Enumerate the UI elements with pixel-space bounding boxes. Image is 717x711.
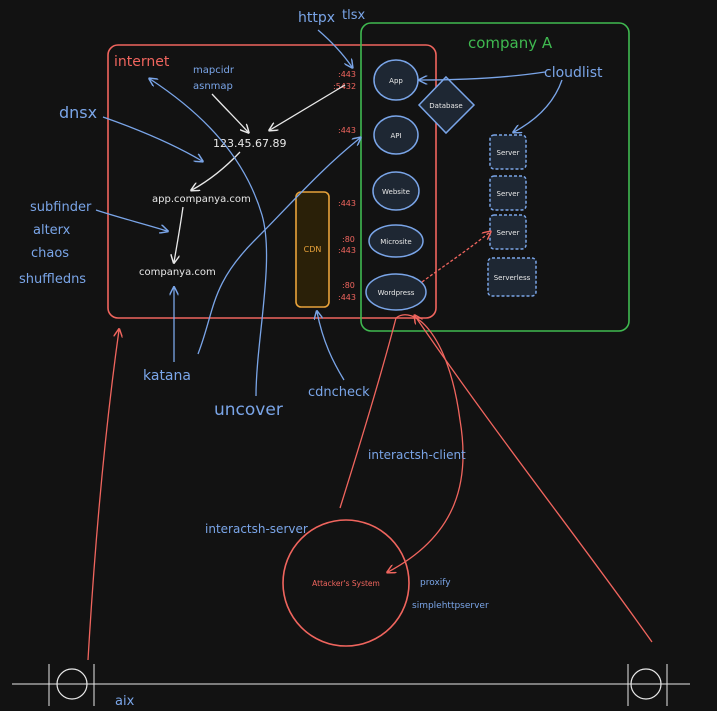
arrow-httpx-to-ip [270, 84, 346, 130]
company-region-label: company A [468, 34, 553, 52]
tool-httpx: httpx [298, 10, 335, 26]
tool-cloudlist: cloudlist [544, 65, 603, 81]
arrow-subfinder-group [95, 209, 167, 231]
arrow-httpx-tlsx [317, 29, 352, 67]
tool-mapcidr: mapcidr [193, 65, 235, 76]
microsite-node [368, 224, 424, 258]
serverless-label: Serverless [494, 274, 531, 282]
serverless-node [487, 257, 537, 297]
arrow-cdncheck-to-cdn [317, 312, 345, 381]
server-node-2 [489, 175, 527, 211]
tool-chaos: chaos [31, 246, 69, 261]
aix-endpoint-right [630, 668, 662, 700]
tool-subfinder: subfinder [30, 200, 92, 215]
tool-katana: katana [143, 368, 191, 384]
wordpress-node [365, 273, 427, 311]
domain-node: companya.com [139, 267, 216, 278]
tool-simplehttpserver: simplehttpserver [412, 601, 489, 611]
arrow-uncover-to-internet [150, 79, 268, 397]
attacker-system-label: Attacker's System [312, 579, 380, 588]
arrow-wordpress-to-server [421, 232, 490, 283]
app-node [373, 59, 419, 101]
api-node [373, 115, 419, 155]
company-region [360, 22, 630, 332]
database-node [417, 75, 476, 135]
arrow-subdomain-to-domain [174, 206, 184, 262]
internet-region-label: internet [114, 54, 170, 70]
port-microsite-1: :80 [342, 235, 355, 244]
tool-asnmap: asnmap [193, 81, 233, 92]
arrow-aix-left-to-internet [87, 330, 119, 661]
port-api: :443 [338, 126, 356, 135]
tool-alterx: alterx [33, 223, 71, 238]
port-wordpress-1: :80 [342, 281, 355, 290]
website-node [372, 171, 420, 211]
arrow-cloudlist-to-app [420, 71, 546, 80]
attacker-system-node [282, 519, 410, 647]
app-label: App [389, 77, 403, 85]
tool-proxify: proxify [420, 578, 451, 588]
website-label: Website [382, 188, 410, 196]
arrow-dnsx [102, 116, 202, 161]
port-website: :443 [338, 199, 356, 208]
tool-dnsx: dnsx [59, 103, 97, 122]
port-app-2: :5432 [333, 82, 356, 91]
arrow-mapcidr-to-ip [211, 93, 248, 132]
arrow-katana-to-api [197, 138, 360, 355]
tool-aix: aix [115, 694, 135, 709]
microsite-label: Microsite [380, 238, 411, 246]
cdn-label: CDN [304, 245, 322, 254]
subdomain-node: app.companya.com [152, 194, 251, 205]
api-label: API [390, 132, 401, 140]
port-microsite-2: :443 [338, 246, 356, 255]
wordpress-label: Wordpress [378, 289, 415, 297]
database-label: Database [429, 102, 462, 110]
arrow-cloudlist-to-servers [514, 79, 563, 132]
aix-endpoint-left [56, 668, 88, 700]
server-node-3 [489, 214, 527, 250]
tool-interactsh-client: interactsh-client [368, 448, 466, 462]
arrow-aix-right-to-wordpress [415, 316, 653, 643]
server-label-1: Server [497, 149, 520, 157]
server-label-3: Server [497, 229, 520, 237]
tool-shuffledns: shuffledns [19, 272, 86, 287]
server-node-1 [489, 134, 527, 170]
tool-interactsh-server: interactsh-server [205, 522, 308, 536]
server-label-2: Server [497, 190, 520, 198]
tool-uncover: uncover [214, 400, 283, 420]
tool-cdncheck: cdncheck [308, 385, 370, 400]
tool-tlsx: tlsx [342, 8, 365, 23]
port-app-1: :443 [338, 70, 356, 79]
ip-address: 123.45.67.89 [213, 137, 286, 150]
arrow-ip-to-subdomain [192, 151, 241, 190]
cdn-box [295, 191, 330, 308]
arrow-interactsh-client-loop [339, 314, 464, 572]
internet-region [107, 44, 437, 319]
port-wordpress-2: :443 [338, 293, 356, 302]
